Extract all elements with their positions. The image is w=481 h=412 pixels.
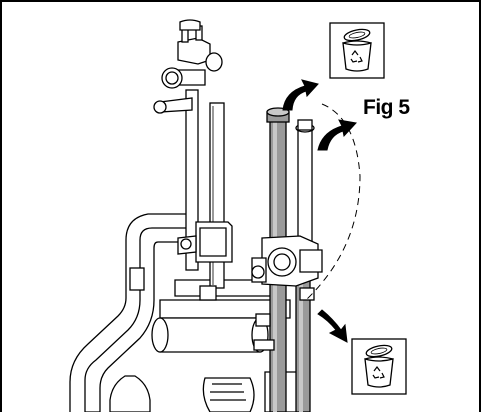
right-riser-pipes — [251, 107, 323, 412]
arrow-up-right — [317, 119, 357, 151]
figure-label: Fig 5 — [363, 96, 410, 119]
removal-path-arc — [305, 103, 361, 301]
recycling-bin-icon — [351, 338, 407, 395]
left-riser-assembly — [129, 19, 233, 301]
arrow-up-left — [282, 79, 319, 111]
recycling-bin-icon — [329, 22, 385, 79]
arrow-down-right — [317, 309, 348, 343]
